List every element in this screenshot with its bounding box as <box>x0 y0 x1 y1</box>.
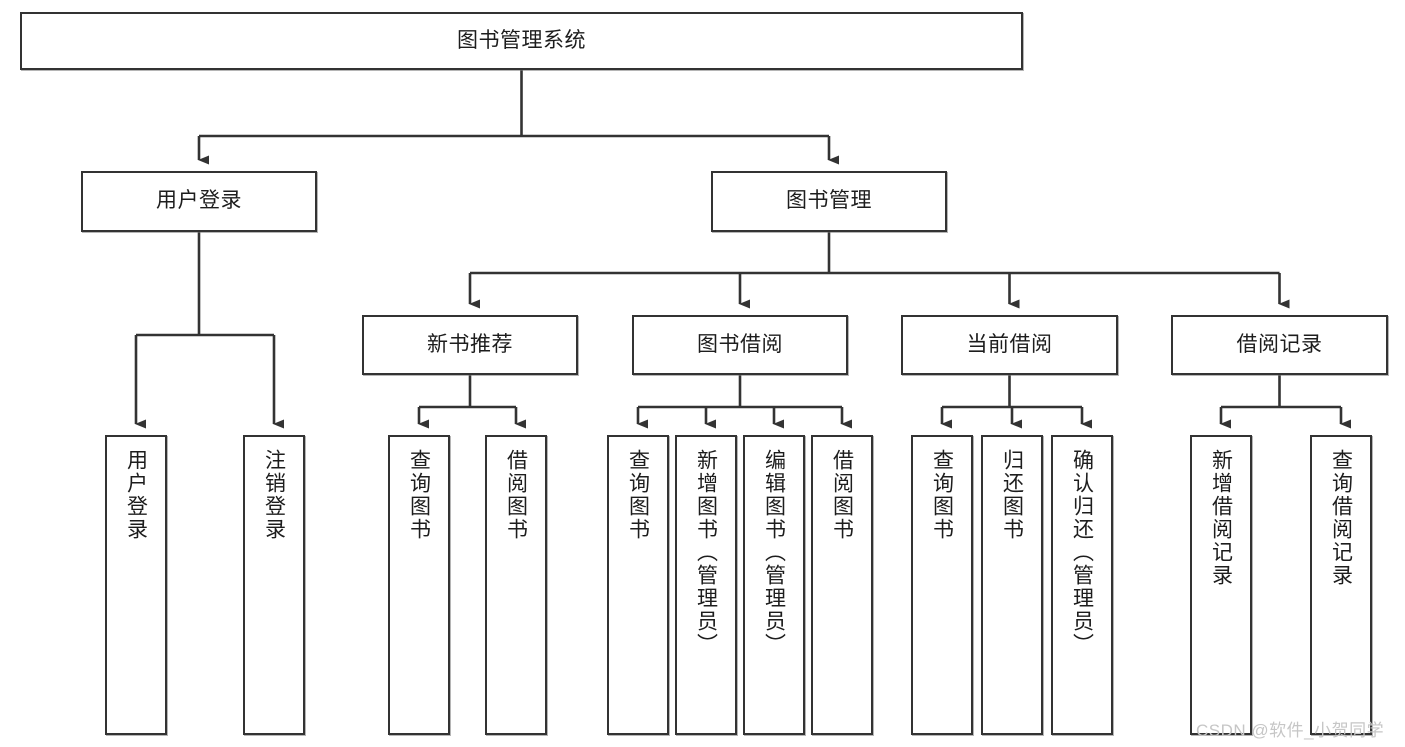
node-leaf-query-book-1[interactable]: 查询图书 <box>388 435 450 735</box>
node-label: 借阅图书 <box>504 449 528 541</box>
node-label: 归还图书 <box>1000 449 1024 541</box>
node-user-login[interactable]: 用户登录 <box>81 171 317 232</box>
node-label: 编辑图书（管理员） <box>762 449 786 656</box>
node-label: 图书管理 <box>786 189 872 213</box>
node-label: 查询图书 <box>407 449 431 541</box>
node-label: 查询借阅记录 <box>1329 449 1353 587</box>
node-label: 图书借阅 <box>697 332 783 356</box>
node-label: 用户登录 <box>124 449 148 541</box>
node-leaf-query-book-3[interactable]: 查询图书 <box>911 435 973 735</box>
node-book-manage[interactable]: 图书管理 <box>711 171 947 232</box>
node-leaf-confirm-return[interactable]: 确认归还（管理员） <box>1051 435 1113 735</box>
node-leaf-add-record[interactable]: 新增借阅记录 <box>1190 435 1252 735</box>
node-label: 当前借阅 <box>966 332 1053 356</box>
node-label: 借阅图书 <box>830 449 854 541</box>
node-new-book-recommend[interactable]: 新书推荐 <box>362 315 578 375</box>
node-leaf-logout[interactable]: 注销登录 <box>243 435 305 735</box>
node-leaf-user-login[interactable]: 用户登录 <box>105 435 167 735</box>
node-label: 新增借阅记录 <box>1209 449 1233 587</box>
node-leaf-query-book-2[interactable]: 查询图书 <box>607 435 669 735</box>
node-label: 借阅记录 <box>1236 332 1323 356</box>
node-leaf-query-record[interactable]: 查询借阅记录 <box>1310 435 1372 735</box>
node-leaf-add-book[interactable]: 新增图书（管理员） <box>675 435 737 735</box>
node-label: 注销登录 <box>262 449 286 541</box>
node-label: 查询图书 <box>626 449 650 541</box>
node-book-borrow[interactable]: 图书借阅 <box>632 315 848 375</box>
node-label: 新书推荐 <box>427 332 513 356</box>
node-label: 图书管理系统 <box>457 28 586 52</box>
node-leaf-borrow-book-2[interactable]: 借阅图书 <box>811 435 873 735</box>
node-leaf-edit-book[interactable]: 编辑图书（管理员） <box>743 435 805 735</box>
node-label: 确认归还（管理员） <box>1070 449 1094 656</box>
node-root[interactable]: 图书管理系统 <box>20 12 1023 70</box>
node-leaf-borrow-book-1[interactable]: 借阅图书 <box>485 435 547 735</box>
node-borrow-record[interactable]: 借阅记录 <box>1171 315 1388 375</box>
node-label: 用户登录 <box>156 189 242 213</box>
connector-lines <box>134 70 1351 429</box>
node-label: 查询图书 <box>930 449 954 541</box>
node-label: 新增图书（管理员） <box>694 449 718 656</box>
node-current-borrow[interactable]: 当前借阅 <box>901 315 1118 375</box>
node-leaf-return-book[interactable]: 归还图书 <box>981 435 1043 735</box>
